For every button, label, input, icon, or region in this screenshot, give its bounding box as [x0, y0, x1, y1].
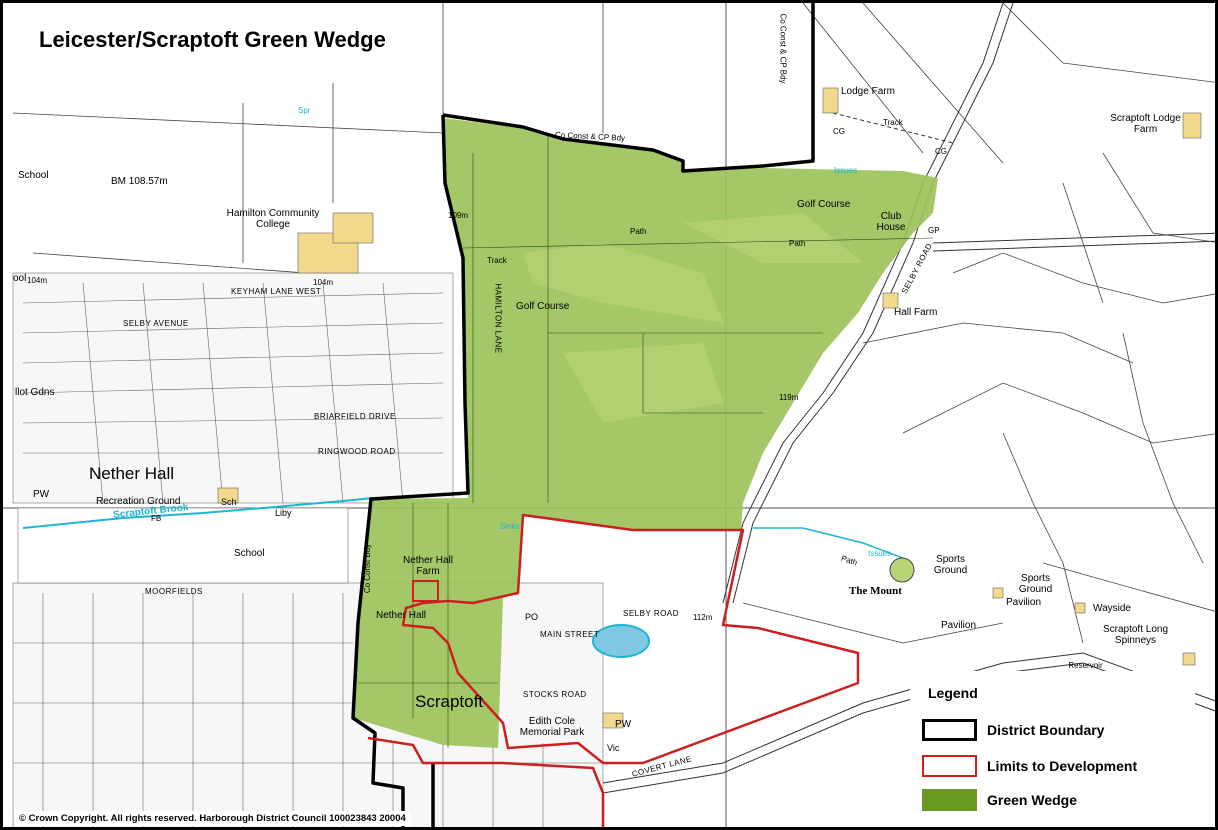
urban-area [12, 87, 1202, 827]
label-golf-course-1: Golf Course [797, 199, 851, 210]
label-nether-hall-farm: Nether Hall Farm [402, 555, 454, 577]
label-school: School [234, 548, 265, 559]
legend-label: District Boundary [987, 722, 1105, 738]
label-track-2: Track [487, 256, 507, 265]
map-graphics [3, 3, 1215, 827]
green-wedge-swatch [922, 789, 977, 811]
label-wayside: Wayside [1093, 603, 1131, 614]
label-nether-hall: Nether Hall [89, 464, 175, 483]
label-the-mount: The Mount [849, 585, 902, 597]
label-hall-farm: Hall Farm [894, 307, 938, 318]
legend-label: Green Wedge [987, 792, 1077, 808]
green-wedge-area [353, 118, 938, 748]
label-h109: 109m [448, 211, 469, 220]
label-issues-1: Issues [834, 166, 858, 175]
label-main-street: MAIN STREET [540, 630, 600, 639]
copyright-notice: © Crown Copyright. All rights reserved. … [15, 811, 410, 826]
label-scraptoft-long-spinneys: Scraptoft Long Spinneys [1102, 624, 1169, 646]
map-title: Leicester/Scraptoft Green Wedge [25, 21, 400, 59]
label-edith-cole: Edith Cole Memorial Park [519, 716, 585, 738]
label-bm: BM 108.57m [111, 176, 168, 187]
label-po: PO [525, 612, 539, 622]
label-hamilton-college: Hamilton Community College [226, 208, 320, 230]
label-ringwood-road: RINGWOOD ROAD [318, 447, 396, 456]
label-selby-road: SELBY ROAD [623, 609, 679, 618]
label-co-const-left: Co Const Bdy [363, 543, 373, 594]
label-pw-2: PW [615, 719, 632, 730]
legend-item-limits-to-development: Limits to Development [922, 751, 1137, 781]
label-moorfields: MOORFIELDS [145, 587, 203, 596]
legend-item-green-wedge: Green Wedge [922, 785, 1077, 815]
scraptoft-brook-line [22, 497, 374, 529]
label-scraptoft: Scraptoft [415, 692, 484, 711]
pond [592, 624, 650, 658]
legend-title: Legend [928, 685, 978, 701]
label-scraptoft-lodge-farm: Scraptoft Lodge Farm [1110, 113, 1181, 135]
label-spr: Spr [298, 106, 311, 115]
legend-label: Limits to Development [987, 758, 1138, 774]
label-gp: GP [928, 226, 940, 235]
label-co-const-vert: Co Const & CP Bdy [778, 13, 788, 84]
label-sports-ground-2: Sports Ground [1018, 573, 1053, 595]
label-h104b: 104m [313, 278, 334, 287]
label-liby: Liby [275, 508, 292, 518]
label-nether-hall-small: Nether Hall [376, 610, 427, 621]
label-cg-2: CG [935, 147, 947, 156]
label-allot-gdns: llot Gdns [15, 387, 55, 398]
label-h104a: 104m [27, 276, 48, 285]
field-boundaries [12, 3, 1215, 644]
label-recreation-ground: Recreation Ground [96, 496, 181, 507]
label-h112: 112m [693, 613, 713, 622]
label-sinks: Sinks [500, 522, 520, 531]
legend-item-district-boundary: District Boundary [922, 715, 1104, 745]
label-hamilton-lane: HAMILTON LANE [493, 283, 503, 354]
label-track-1: Track [883, 118, 903, 127]
label-school-left: School [18, 170, 49, 181]
district-boundary-line [351, 3, 815, 827]
label-club-house: Club House [876, 211, 906, 233]
label-pw-1: PW [33, 489, 50, 500]
label-sports-ground-1: Sports Ground [933, 554, 968, 576]
label-pavilion-2: Pavilion [941, 620, 977, 631]
label-cg-1: CG [833, 127, 845, 136]
label-h119: 119m [779, 393, 799, 402]
label-selby-avenue: SELBY AVENUE [123, 319, 189, 328]
label-path-1: Path [630, 227, 647, 236]
label-golf-course-2: Golf Course [516, 301, 570, 312]
label-keyham-lane: KEYHAM LANE WEST [231, 287, 322, 296]
label-fb: FB [151, 514, 162, 523]
label-briarfield-drive: BRIARFIELD DRIVE [314, 412, 396, 421]
label-lodge-farm: Lodge Farm [841, 86, 895, 97]
label-vic: Vic [607, 743, 620, 753]
label-issues-2: Issues [868, 549, 892, 558]
label-sch: Sch [221, 497, 237, 507]
label-pavilion-1: Pavilion [1006, 597, 1042, 608]
label-ool: ool [13, 273, 27, 284]
label-stocks-road: STOCKS ROAD [523, 690, 587, 699]
limits-to-development-swatch [922, 755, 977, 777]
legend: Legend District Boundary Limits to Devel… [910, 671, 1195, 816]
district-boundary-swatch [922, 719, 977, 741]
the-mount-circle [889, 557, 915, 583]
green-wedge-internal-lines [358, 133, 934, 748]
label-path-2: Path [789, 239, 806, 248]
